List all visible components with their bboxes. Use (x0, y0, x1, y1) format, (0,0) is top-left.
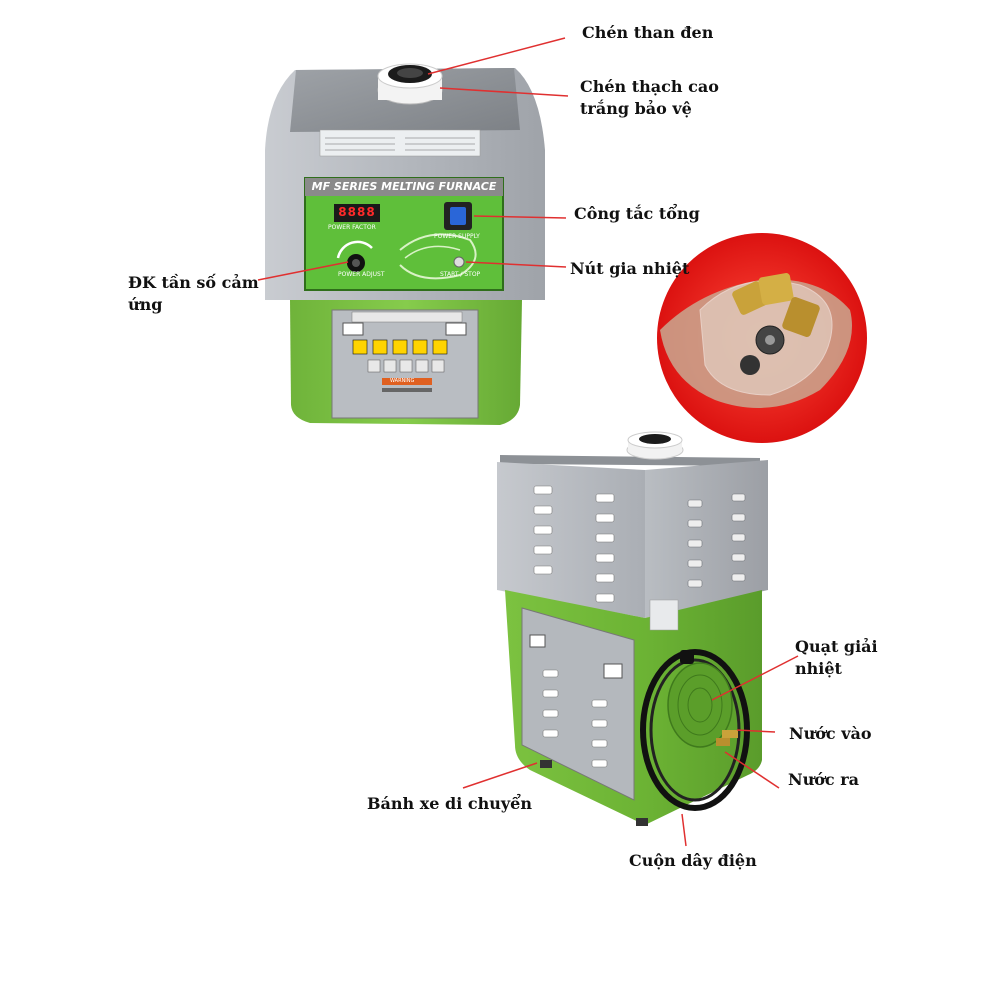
power-adjust-label: POWER ADJUST (338, 271, 385, 278)
panel-title: MF SERIES MELTING FURNACE (311, 180, 497, 193)
label-fan-line2: nhiệt (795, 659, 842, 678)
label-main-switch: Công tắc tổng (574, 204, 700, 223)
label-crucible-black: Chén than đen (582, 23, 714, 42)
power-supply-label: POWER SUPPLY (434, 233, 480, 240)
start-stop-label: START / STOP (440, 271, 481, 278)
label-crucible-white-line1: Chén thạch cao (580, 77, 719, 96)
warning-label: WARNING (390, 378, 415, 384)
label-water-out: Nước ra (788, 770, 860, 789)
callout-lines (257, 37, 799, 847)
back-view-machine (497, 431, 768, 826)
label-crucible-white-line2: trắng bảo vệ (580, 99, 692, 118)
digital-display: 8888 (338, 205, 376, 219)
label-water-in: Nước vào (789, 724, 872, 743)
label-freq-control-line1: ĐK tần số cảm (128, 273, 259, 292)
label-fan-line1: Quạt giải (795, 637, 878, 656)
power-factor-label: POWER FACTOR (328, 224, 376, 231)
label-power-cord: Cuộn dây điện (629, 851, 757, 870)
label-freq-control-line2: ứng (128, 295, 163, 314)
fittings-inset (657, 233, 867, 443)
label-heat-button: Nút gia nhiệt (570, 259, 690, 278)
label-wheels: Bánh xe di chuyển (367, 794, 532, 813)
